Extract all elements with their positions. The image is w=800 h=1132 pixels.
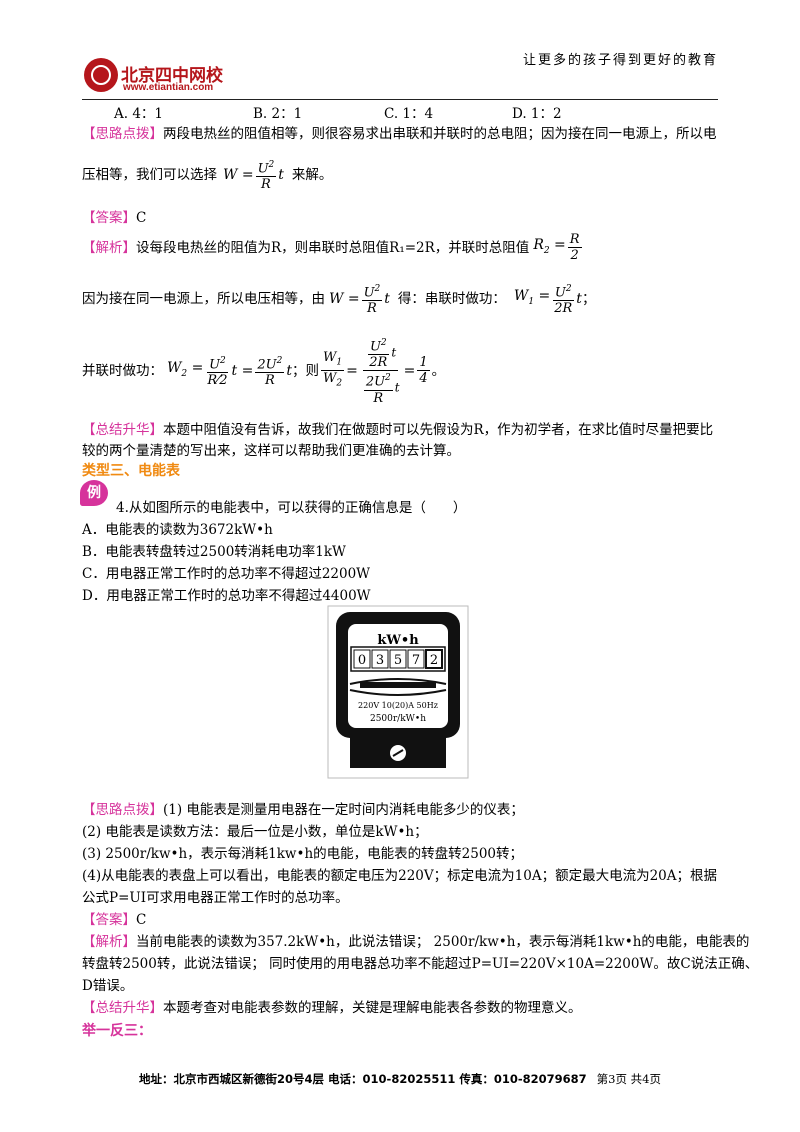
- meter-spec-2: 2500r/kW•h: [370, 714, 426, 724]
- footer-address: 地址：北京市西城区新德街20号4层 电话：010-82025511 传真：010…: [139, 1072, 587, 1086]
- q4-analysis-line-3: D错误。: [82, 978, 134, 994]
- page-footer: 地址：北京市西城区新德街20号4层 电话：010-82025511 传真：010…: [0, 1071, 800, 1087]
- q4-hint-line-1: 【思路点拨】(1) 电能表是测量用电器在一定时间内消耗电能多少的仪表；: [82, 802, 524, 818]
- meter-digit: 3: [376, 653, 384, 668]
- logo-name: 北京四中网校: [121, 66, 223, 86]
- option-d: D. 1：2: [512, 106, 562, 122]
- meter-digit: 0: [358, 653, 366, 668]
- option-a: A. 4：1: [114, 106, 164, 122]
- q4-analysis-line-1: 【解析】当前电能表的读数为357.2kW•h，此说法错误； 2500r/kw•h…: [82, 934, 750, 950]
- q4-hint-line-4: (4)从电能表的表盘上可以看出，电能表的额定电压为220V；标定电流为10A；额…: [82, 868, 717, 884]
- q4-option-c: C．用电器正常工作时的总功率不得超过2200W: [82, 566, 371, 582]
- meter-digit: 2: [430, 653, 438, 668]
- q3-hint-line-1: 【思路点拨】两段电热丝的阻值相等，则很容易求出串联和并联时的总电阻；因为接在同一…: [82, 126, 717, 142]
- q4-hint-line-2: (2) 电能表是读数方法：最后一位是小数，单位是kW•h；: [82, 824, 428, 840]
- q4-option-a: A．电能表的读数为3672kW•h: [82, 522, 273, 538]
- header-divider: [82, 99, 718, 100]
- q4-option-d: D．用电器正常工作时的总功率不得超过4400W: [82, 588, 371, 604]
- meter-digit: 7: [412, 653, 420, 668]
- header-slogan: 让更多的孩子得到更好的教育: [522, 53, 718, 68]
- hint-tag: 【思路点拨】: [82, 126, 163, 142]
- meter-unit: kW•h: [377, 633, 419, 648]
- meter-digit-box: [407, 649, 425, 669]
- q3-answer: 【答案】C: [82, 210, 147, 226]
- q4-hint-line-3: (3) 2500r/kw•h，表示每消耗1kw•h的电能，电能表的转盘转2500…: [82, 846, 524, 862]
- meter-digit-frame: [350, 646, 446, 672]
- q3-analysis-line-1: 【解析】设每段电热丝的阻值为R，则串联时总阻值R₁=2R，并联时总阻值 R2 =…: [82, 232, 582, 263]
- meter-digit-box: [425, 649, 443, 669]
- q4-hint-line-5: 公式P=UI可求用电器正常工作时的总功率。: [82, 890, 349, 906]
- option-c: C. 1：4: [384, 106, 434, 122]
- example-badge: 例: [80, 480, 108, 506]
- q3-summary-line-1: 【总结升华】本题中阻值没有告诉，故我们在做题时可以先假设为R，作为初学者，在求比…: [82, 422, 714, 438]
- meter-digit-box: [389, 649, 407, 669]
- logo-url: www.etiantian.com: [123, 82, 214, 93]
- school-logo-icon: [84, 58, 118, 92]
- option-b: B. 2：1: [253, 106, 303, 122]
- practice-heading: 举一反三：: [82, 1023, 152, 1039]
- footer-page-number: 第3页 共4页: [596, 1072, 661, 1086]
- q3-summary-line-2: 较的两个量清楚的写出来，这样可以帮助我们更准确的去计算。: [82, 443, 460, 459]
- q4-answer: 【答案】C: [82, 912, 147, 928]
- q4-summary: 【总结升华】本题考查对电能表参数的理解，关键是理解电能表各参数的物理意义。: [82, 1000, 582, 1016]
- q4-question: 4.从如图所示的电能表中，可以获得的正确信息是（ ）: [116, 500, 467, 516]
- meter-digit-box: [353, 649, 371, 669]
- q4-option-b: B．电能表转盘转过2500转消耗电功率1kW: [82, 544, 346, 560]
- meter-spec-1: 220V 10(20)A 50Hz: [358, 701, 438, 710]
- section-title: 类型三、电能表: [82, 463, 180, 479]
- meter-digit-box: [371, 649, 389, 669]
- q4-analysis-line-2: 转盘转2500转，此说法错误； 同时使用的用电器总功率不能超过P=UI=220V…: [82, 956, 759, 972]
- meter-digit: 5: [394, 653, 402, 668]
